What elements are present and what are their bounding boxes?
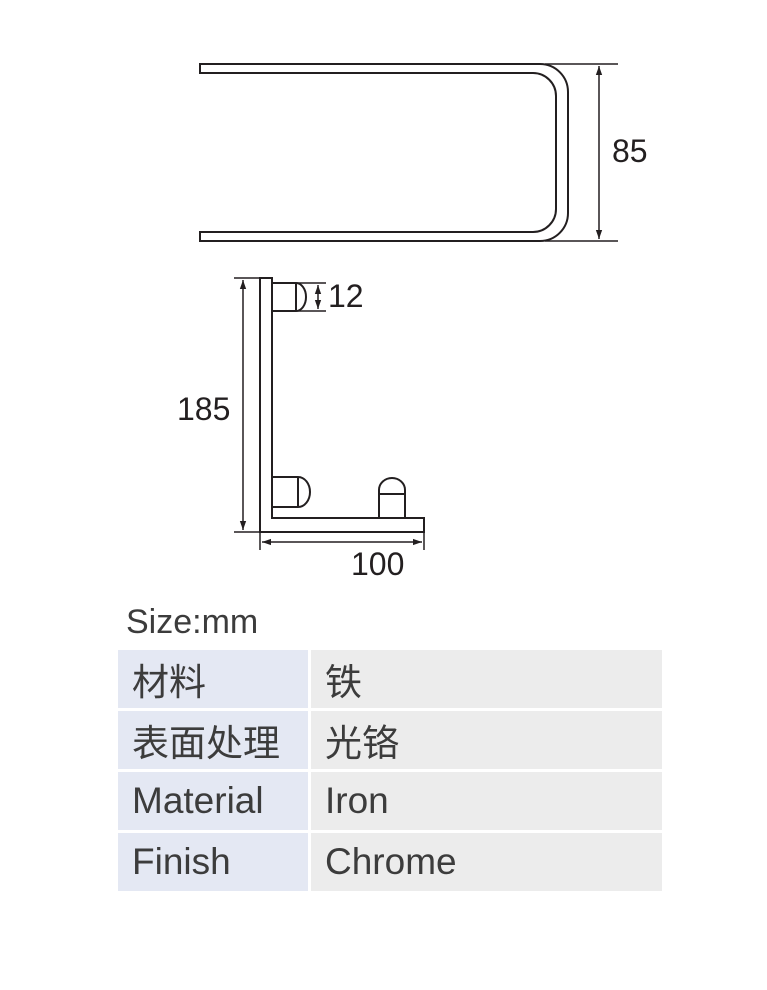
technical-drawing: 85 12 185 100 [177, 63, 648, 582]
depth-dimension-label: 85 [612, 133, 648, 169]
top-view-u-bar [199, 63, 569, 242]
spec-value: Chrome [311, 830, 662, 891]
post-diameter-label: 12 [328, 278, 364, 314]
spec-key: Material [118, 769, 311, 830]
depth-dimension [545, 63, 618, 242]
spec-key: 材料 [118, 650, 311, 708]
spec-value: 铁 [311, 650, 662, 708]
table-row: Finish Chrome [118, 830, 662, 891]
base-pin [378, 477, 406, 518]
spec-value: 光铬 [311, 708, 662, 769]
table-row: Material Iron [118, 769, 662, 830]
side-view-l-bracket [259, 277, 425, 533]
width-dimension [259, 532, 425, 550]
spec-table: 材料 铁 表面处理 光铬 Material Iron Finish Chrome [118, 650, 662, 891]
spec-key: 表面处理 [118, 708, 311, 769]
height-dimension-label: 185 [177, 391, 230, 427]
bottom-post [272, 476, 311, 508]
table-row: 表面处理 光铬 [118, 708, 662, 769]
top-post [272, 282, 307, 312]
size-unit-label: Size:mm [126, 603, 259, 641]
spec-key: Finish [118, 830, 311, 891]
post-diameter-dimension [296, 282, 326, 312]
height-dimension [234, 277, 260, 533]
spec-value: Iron [311, 769, 662, 830]
width-dimension-label: 100 [351, 546, 404, 582]
table-row: 材料 铁 [118, 650, 662, 708]
